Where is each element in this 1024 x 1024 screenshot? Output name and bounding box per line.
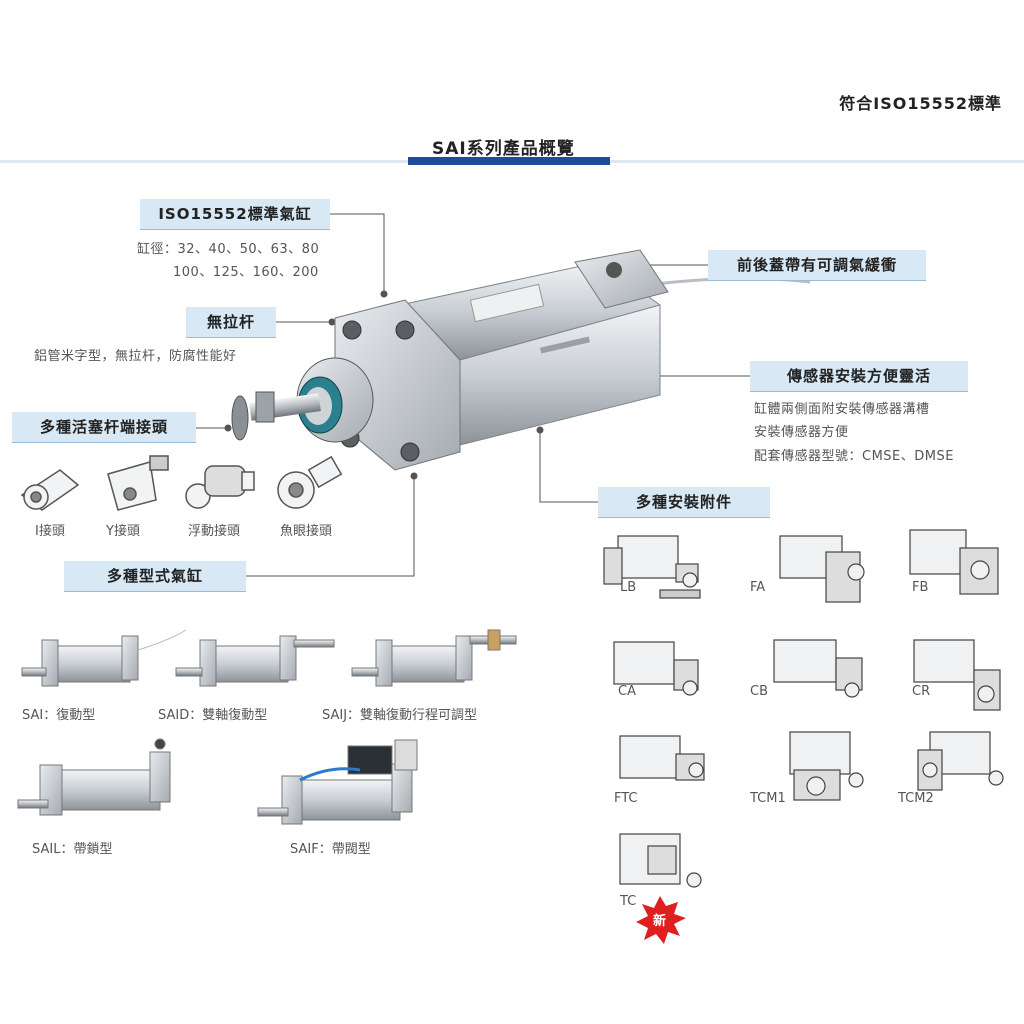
bore-sizes-line2: 100、125、160、200 <box>173 265 319 280</box>
standard-note: 符合ISO15552標準 <box>839 94 1002 113</box>
no-tie-rod-desc: 鋁管米字型，無拉杆，防腐性能好 <box>34 349 237 364</box>
new-burst-shape <box>636 896 686 944</box>
mount-label-ftc: FTC <box>614 791 638 806</box>
mount-label-fb: FB <box>912 580 929 595</box>
tab-no-tie-rod: 無拉杆 <box>186 307 276 338</box>
mount-label-tc: TC <box>620 894 637 909</box>
mount-label-tcm2: TCM2 <box>898 791 934 806</box>
mount-label-lb: LB <box>620 580 637 595</box>
title-underline <box>408 157 610 165</box>
mount-label-cr: CR <box>912 684 931 699</box>
mount-label-fa: FA <box>750 580 766 595</box>
variant-illustrations <box>17 629 517 825</box>
rod-end-icons <box>20 455 343 511</box>
mount-label-ca: CA <box>618 684 636 699</box>
rod-end-label-floating: 浮動接頭 <box>188 524 241 539</box>
variant-label-said: SAID：雙軸復動型 <box>158 708 268 723</box>
tab-cushion: 前後蓋帶有可調氣緩衝 <box>708 250 926 281</box>
sensor-line2: 安裝傳感器方便 <box>754 425 849 440</box>
variant-label-sai: SAI：復動型 <box>22 708 96 723</box>
new-badge: 新 <box>653 914 667 929</box>
variant-label-saij: SAIJ：雙軸復動行程可調型 <box>322 708 478 723</box>
tab-rod-ends: 多種活塞杆端接頭 <box>12 412 196 443</box>
sensor-line3: 配套傳感器型號：CMSE、DMSE <box>754 449 954 464</box>
tab-iso-standard: ISO15552標準氣缸 <box>140 199 330 230</box>
rod-end-label-fisheye: 魚眼接頭 <box>280 524 333 539</box>
tab-cylinder-types: 多種型式氣缸 <box>64 561 246 592</box>
tab-sensor: 傳感器安裝方便靈活 <box>750 361 968 392</box>
variant-label-sail: SAIL：帶鎖型 <box>32 842 113 857</box>
page-title: SAI系列產品概覽 <box>432 139 575 159</box>
variant-label-saif: SAIF：帶閥型 <box>290 842 371 857</box>
mount-label-tcm1: TCM1 <box>750 791 786 806</box>
rod-end-label-i: I接頭 <box>35 524 65 539</box>
main-cylinder <box>231 249 811 471</box>
mount-illustrations <box>603 529 1004 888</box>
tab-accessories: 多種安裝附件 <box>598 487 770 518</box>
rod-end-label-y: Y接頭 <box>106 524 140 539</box>
mount-label-cb: CB <box>750 684 768 699</box>
bore-sizes-line1: 缸徑：32、40、50、63、80 <box>137 242 320 257</box>
sensor-line1: 缸體兩側面附安裝傳感器溝槽 <box>754 402 930 417</box>
